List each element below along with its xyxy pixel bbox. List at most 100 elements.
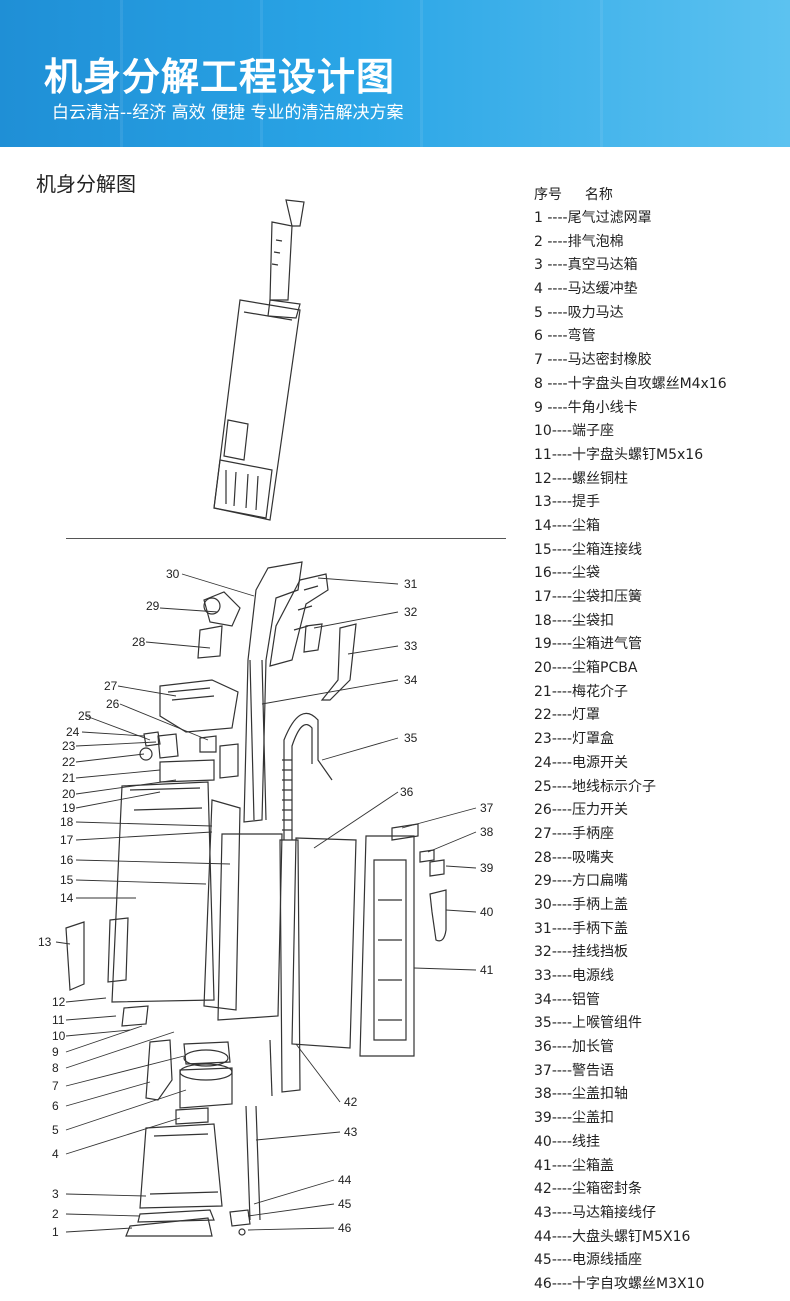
parts-list-item: 30----手柄上盖 — [534, 896, 629, 913]
callout-label: 18 — [60, 815, 74, 829]
callout-label: 37 — [480, 801, 494, 815]
callout-label: 29 — [146, 599, 160, 613]
callout-label: 20 — [62, 787, 76, 801]
callout-leaders — [55, 573, 477, 1233]
parts-header-name: 名称 — [584, 187, 613, 203]
callout-label: 6 — [52, 1099, 59, 1113]
parts-list-item: 46----十字自攻螺丝M3X10 — [534, 1275, 705, 1292]
parts-list-item: 42----尘箱密封条 — [534, 1181, 643, 1198]
callout-label: 1 — [52, 1225, 59, 1239]
parts-list-item: 39----尘盖扣 — [534, 1110, 615, 1127]
parts-list-item: 35----上喉管组件 — [534, 1015, 643, 1032]
parts-list-item: 38----尘盖扣轴 — [534, 1086, 629, 1103]
parts-list-item: 19----尘箱进气管 — [534, 636, 643, 653]
diagram-divider — [66, 538, 506, 539]
exploded-parts-illustration — [65, 561, 447, 1237]
parts-list-item: 31----手柄下盖 — [534, 920, 629, 937]
callout-label: 4 — [52, 1147, 59, 1161]
parts-list-header: 序号 名称 — [534, 184, 613, 204]
parts-list-item: 16----尘袋 — [534, 565, 601, 582]
callout-label: 13 — [38, 935, 52, 949]
callout-label: 40 — [480, 905, 494, 919]
parts-list-item: 28----吸嘴夹 — [534, 849, 615, 866]
parts-list-item: 45----电源线插座 — [534, 1252, 643, 1269]
parts-header-number: 序号 — [534, 187, 562, 203]
parts-list-item: 5 ----吸力马达 — [534, 304, 624, 321]
parts-list-item: 32----挂线挡板 — [534, 944, 629, 961]
callout-label: 35 — [404, 731, 418, 745]
parts-list-item: 21----梅花介子 — [534, 683, 629, 700]
callout-label: 38 — [480, 825, 494, 839]
parts-list-item: 26----压力开关 — [534, 802, 629, 819]
callout-label: 11 — [52, 1013, 65, 1027]
callout-label: 16 — [60, 853, 74, 867]
callout-label: 43 — [344, 1125, 358, 1139]
exploded-view-diagram: 30 31 29 32 28 33 34 27 26 35 25 24 23 2… — [38, 199, 494, 1239]
callout-label: 28 — [132, 635, 146, 649]
parts-list-item: 23----灯罩盒 — [534, 731, 615, 748]
callout-label: 3 — [52, 1187, 59, 1201]
assembled-vacuum-illustration — [213, 199, 305, 521]
callout-label: 31 — [404, 577, 418, 591]
parts-list-item: 6 ----弯管 — [534, 328, 596, 345]
callout-label: 5 — [52, 1123, 59, 1137]
callout-label: 33 — [404, 639, 418, 653]
parts-list-item: 11----十字盘头螺钉M5x16 — [534, 446, 704, 463]
banner-stripe — [600, 0, 603, 147]
parts-list-item: 7 ----马达密封橡胶 — [534, 352, 652, 369]
callout-label: 12 — [52, 995, 66, 1009]
banner-stripe — [120, 0, 123, 147]
callout-label: 25 — [78, 709, 92, 723]
parts-list-item: 40----线挂 — [534, 1133, 601, 1150]
parts-list-item: 10----端子座 — [534, 423, 615, 440]
parts-list-item: 8 ----十字盘头自攻螺丝M4x16 — [534, 375, 727, 392]
callout-label: 27 — [104, 679, 118, 693]
section-title: 机身分解图 — [36, 172, 136, 196]
callout-label: 9 — [52, 1045, 59, 1059]
callout-label: 24 — [66, 725, 80, 739]
banner-subtitle: 白云清洁--经济 高效 便捷 专业的清洁解决方案 — [52, 103, 404, 123]
parts-list-item: 27----手柄座 — [534, 825, 615, 842]
callout-label: 7 — [52, 1079, 59, 1093]
callout-label: 23 — [62, 739, 76, 753]
parts-list-item: 1 ----尾气过滤网罩 — [534, 210, 652, 226]
callout-label: 22 — [62, 755, 76, 769]
parts-list-item: 3 ----真空马达箱 — [534, 257, 638, 274]
parts-list-item: 24----电源开关 — [534, 754, 629, 771]
parts-list-item: 18----尘袋扣 — [534, 612, 615, 629]
parts-list-item: 36----加长管 — [534, 1039, 615, 1056]
callout-label: 17 — [60, 833, 74, 847]
callout-label: 41 — [480, 963, 494, 977]
callout-label: 39 — [480, 861, 494, 875]
parts-list-item: 29----方口扁嘴 — [534, 873, 629, 890]
parts-list-item: 20----尘箱PCBA — [534, 660, 638, 677]
parts-list-item: 34----铝管 — [534, 991, 601, 1008]
callout-label: 21 — [62, 771, 76, 785]
callout-label: 46 — [338, 1221, 352, 1235]
callout-label: 10 — [52, 1029, 66, 1043]
banner-title: 机身分解工程设计图 — [44, 55, 396, 99]
parts-list-item: 43----马达箱接线仔 — [534, 1204, 657, 1221]
callout-label: 19 — [62, 801, 76, 815]
header-banner: 机身分解工程设计图 白云清洁--经济 高效 便捷 专业的清洁解决方案 — [0, 0, 790, 147]
parts-list-item: 44----大盘头螺钉M5X16 — [534, 1228, 691, 1245]
parts-list-item: 9 ----牛角小线卡 — [534, 399, 638, 416]
callout-label: 30 — [166, 567, 180, 581]
parts-list-item: 41----尘箱盖 — [534, 1157, 615, 1174]
callout-label: 42 — [344, 1095, 358, 1109]
callout-label: 44 — [338, 1173, 352, 1187]
parts-list-item: 33----电源线 — [534, 968, 615, 984]
parts-list-item: 15----尘箱连接线 — [534, 541, 643, 558]
callout-label: 26 — [106, 697, 120, 711]
callout-labels: 30 31 29 32 28 33 34 27 26 35 25 24 23 2… — [38, 567, 494, 1239]
parts-list-item: 37----警告语 — [534, 1062, 615, 1079]
callout-label: 45 — [338, 1197, 352, 1211]
parts-list-item: 14----尘箱 — [534, 517, 601, 534]
banner-stripe — [260, 0, 263, 147]
parts-list: 1 ----尾气过滤网罩 2 ----排气泡棉 3 ----真空马达箱 4 --… — [534, 207, 790, 1297]
callout-label: 34 — [404, 673, 418, 687]
parts-list-item: 12----螺丝铜柱 — [534, 470, 629, 487]
callout-label: 36 — [400, 785, 414, 799]
parts-list-item: 25----地线标示介子 — [534, 778, 657, 795]
parts-list-item: 2 ----排气泡棉 — [534, 233, 624, 250]
